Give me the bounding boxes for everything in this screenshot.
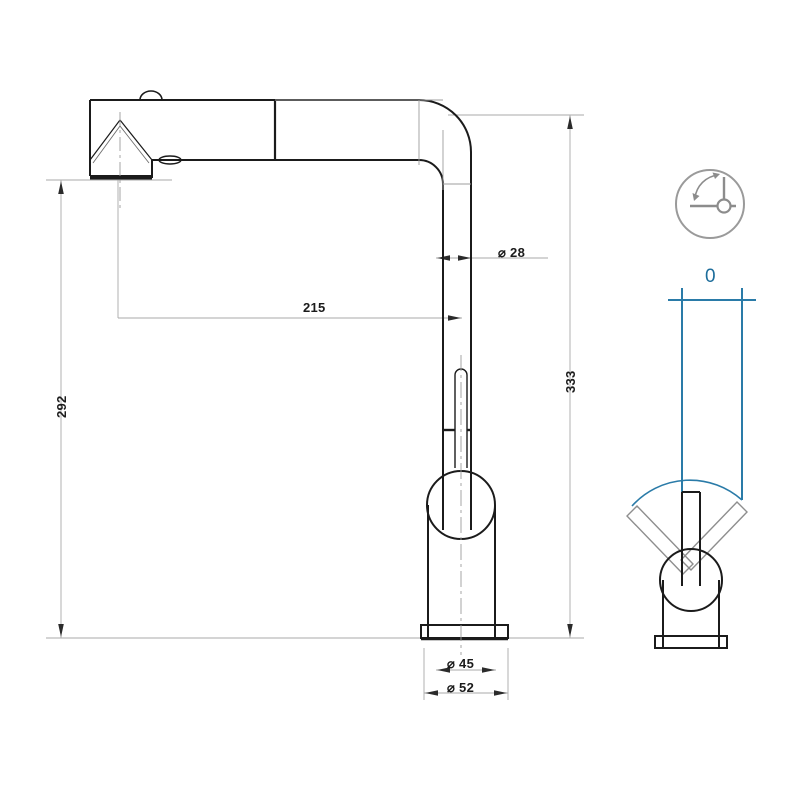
arrow-292-top — [58, 181, 64, 194]
top-view-outline — [654, 491, 728, 649]
swivel-icon-arc — [694, 174, 719, 199]
arrow-d52-left — [425, 690, 438, 696]
top-view-swivel-range — [626, 288, 756, 649]
arrow-d52-right — [494, 690, 507, 696]
spout-inner-curve — [418, 159, 444, 430]
center-lines — [119, 99, 471, 655]
arrow-d45-right — [482, 667, 495, 673]
dim-label-base-outer-diameter: ⌀ 52 — [447, 680, 475, 695]
swivel-dimension-lines — [631, 288, 756, 507]
arrow-333-top — [567, 116, 573, 129]
dim-label-spout-height: 292 — [54, 395, 69, 418]
dim-label-total-height: 333 — [563, 370, 578, 393]
dim-label-base-inner-diameter: ⌀ 45 — [447, 656, 475, 671]
arrow-d45-left — [437, 667, 450, 673]
faucet-outline — [89, 90, 509, 641]
arrow-333-bottom — [567, 624, 573, 637]
top-base-flange — [654, 635, 728, 649]
arrow-d28-right — [458, 255, 471, 261]
swivel-icon-arrow-left — [692, 193, 700, 201]
side-elevation-view — [46, 90, 584, 700]
spout-outer-curve — [418, 99, 472, 430]
swivel-rotated-positions — [626, 501, 748, 575]
spray-head-catch — [158, 155, 182, 165]
swivel-icon-arrow-right — [712, 172, 720, 179]
dimension-lines — [46, 114, 584, 700]
swivel-angle-icon — [675, 169, 745, 239]
swivel-angle-label: 0 — [705, 266, 716, 287]
arrow-215-right — [448, 315, 461, 321]
spray-head-button — [139, 90, 163, 101]
dim-label-reach: 215 — [303, 300, 326, 315]
dim-label-tube-diameter: ⌀ 28 — [498, 245, 526, 260]
spout-rotated-left — [626, 505, 694, 575]
swivel-icon-circle — [675, 169, 745, 239]
swivel-arc — [631, 479, 743, 507]
swivel-icon-pivot — [716, 198, 732, 214]
arrow-292-bottom — [58, 624, 64, 637]
top-body-circle — [659, 548, 723, 612]
